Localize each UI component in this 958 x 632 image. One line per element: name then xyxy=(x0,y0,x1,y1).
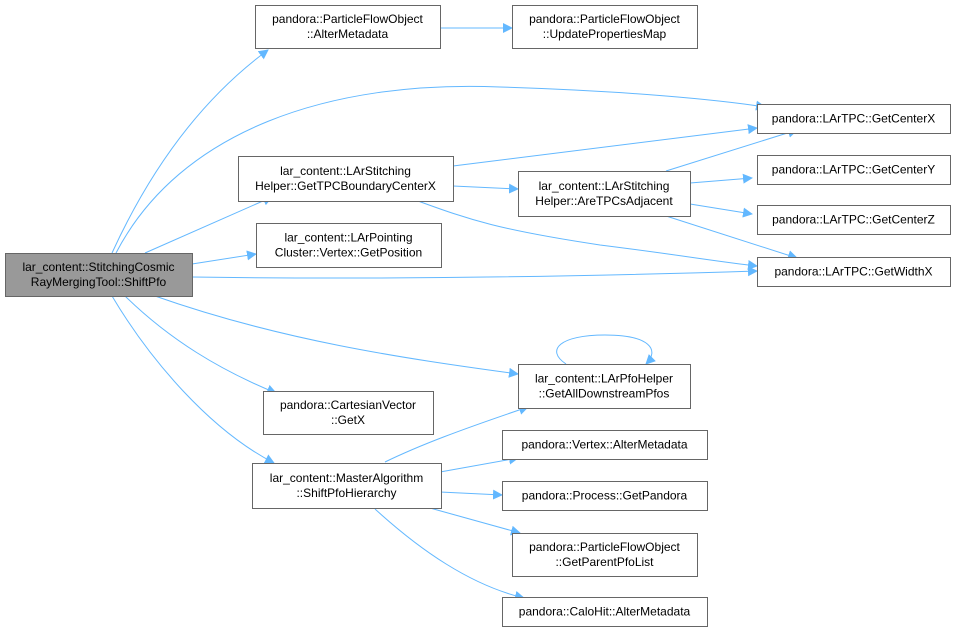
edge-boundary-to-are-adjacent xyxy=(452,183,519,194)
node-box xyxy=(256,223,442,268)
node-label: ::GetX xyxy=(331,413,365,427)
node-alter-meta-pfo[interactable]: pandora::ParticleFlowObject::AlterMetada… xyxy=(255,5,441,49)
edge-boundary-to-get-center-x xyxy=(452,124,758,167)
node-get-width-x[interactable]: pandora::LArTPC::GetWidthX xyxy=(757,257,951,287)
node-label: pandora::Process::GetPandora xyxy=(522,489,688,503)
edge-adjacent-to-get-center-y xyxy=(689,173,753,184)
edge-root-to-cartesian-getx xyxy=(124,295,277,395)
node-box xyxy=(757,104,951,134)
node-label: ::GetAllDownstreamPfos xyxy=(539,387,670,401)
node-box xyxy=(502,430,708,460)
node-label: lar_content::LArStitching xyxy=(280,164,411,178)
node-update-props[interactable]: pandora::ParticleFlowObject::UpdatePrope… xyxy=(512,5,698,49)
edge-root-to-get-tpc-boundary xyxy=(144,196,273,254)
node-label: Helper::AreTPCsAdjacent xyxy=(535,194,673,208)
edge-root-to-get-position xyxy=(191,250,257,265)
node-label: Cluster::Vertex::GetPosition xyxy=(275,246,422,260)
node-label: RayMergingTool::ShiftPfo xyxy=(31,275,167,289)
node-calohit-alter-meta[interactable]: pandora::CaloHit::AlterMetadata xyxy=(502,597,708,627)
edge-hierarchy-to-get-parent-pfo-list xyxy=(429,507,521,536)
node-label: pandora::ParticleFlowObject xyxy=(272,12,423,26)
edge-adjacent-to-get-center-x xyxy=(665,127,798,172)
edge-downstream-self-loop xyxy=(556,334,656,365)
edge-boundary-to-get-width-x xyxy=(417,200,758,271)
node-label: lar_content::MasterAlgorithm xyxy=(270,471,423,485)
node-get-tpc-boundary[interactable]: lar_content::LArStitchingHelper::GetTPCB… xyxy=(238,156,454,202)
node-get-position[interactable]: lar_content::LArPointingCluster::Vertex:… xyxy=(256,223,442,268)
node-box xyxy=(757,205,951,235)
node-label: pandora::LArTPC::GetCenterY xyxy=(772,163,935,177)
edge-root-to-get-width-x xyxy=(191,266,758,279)
node-get-all-downstream[interactable]: lar_content::LArPfoHelper::GetAllDownstr… xyxy=(518,364,691,409)
node-box xyxy=(252,463,442,509)
node-label: ::GetParentPfoList xyxy=(555,555,654,569)
edge-root-to-shift-pfo-hierarchy xyxy=(111,295,275,464)
node-label: ::AlterMetadata xyxy=(307,27,389,41)
node-box xyxy=(757,155,951,185)
node-process-get-pandora[interactable]: pandora::Process::GetPandora xyxy=(502,481,708,511)
node-label: ::ShiftPfoHierarchy xyxy=(296,486,396,500)
node-label: Helper::GetTPCBoundaryCenterX xyxy=(255,179,436,193)
node-get-center-z[interactable]: pandora::LArTPC::GetCenterZ xyxy=(757,205,951,235)
node-box xyxy=(263,391,434,435)
node-box xyxy=(255,5,441,49)
node-box xyxy=(238,156,454,202)
node-shift-pfo-hierarchy[interactable]: lar_content::MasterAlgorithm::ShiftPfoHi… xyxy=(252,463,442,509)
node-box xyxy=(512,5,698,49)
node-label: lar_content::LArPfoHelper xyxy=(535,372,673,386)
edge-hierarchy-to-vertex-alter-metadata xyxy=(439,454,519,473)
node-label: pandora::Vertex::AlterMetadata xyxy=(521,438,687,452)
node-box xyxy=(518,171,691,217)
node-box xyxy=(502,481,708,511)
node-get-center-x[interactable]: pandora::LArTPC::GetCenterX xyxy=(757,104,951,134)
node-label: pandora::ParticleFlowObject xyxy=(529,12,680,26)
node-label: pandora::CaloHit::AlterMetadata xyxy=(519,605,691,619)
edge-adjacent-to-get-center-z xyxy=(689,203,753,218)
edge-hierarchy-to-process-get-pandora xyxy=(439,489,503,500)
node-vertex-alter-meta[interactable]: pandora::Vertex::AlterMetadata xyxy=(502,430,708,460)
node-label: pandora::CartesianVector xyxy=(280,398,416,412)
node-label: lar_content::StitchingCosmic xyxy=(22,260,174,274)
node-label: ::UpdatePropertiesMap xyxy=(543,27,667,41)
edge-hierarchy-to-get-all-downstream xyxy=(384,405,529,463)
node-box xyxy=(5,253,193,297)
node-get-parent-pfo-list[interactable]: pandora::ParticleFlowObject::GetParentPf… xyxy=(512,533,698,577)
node-label: lar_content::LArStitching xyxy=(539,179,670,193)
edge-root-to-get-center-x xyxy=(115,85,766,254)
node-label: pandora::ParticleFlowObject xyxy=(529,540,680,554)
node-label: lar_content::LArPointing xyxy=(284,231,412,245)
node-box xyxy=(512,533,698,577)
node-label: pandora::LArTPC::GetCenterX xyxy=(772,112,935,126)
node-box xyxy=(518,364,691,409)
node-label: pandora::LArTPC::GetCenterZ xyxy=(772,213,935,227)
node-cartesian-getx[interactable]: pandora::CartesianVector::GetX xyxy=(263,391,434,435)
edge-root-to-get-all-downstream xyxy=(154,295,519,378)
node-root[interactable]: lar_content::StitchingCosmicRayMergingTo… xyxy=(5,253,193,297)
node-label: pandora::LArTPC::GetWidthX xyxy=(774,265,932,279)
edge-root-to-alter-metadata xyxy=(111,49,269,254)
edge-hierarchy-to-calohit-alter-metadata xyxy=(374,508,525,601)
node-get-center-y[interactable]: pandora::LArTPC::GetCenterY xyxy=(757,155,951,185)
node-box xyxy=(757,257,951,287)
node-are-tpcs-adjacent[interactable]: lar_content::LArStitchingHelper::AreTPCs… xyxy=(518,171,691,217)
edge-adjacent-to-get-width-x xyxy=(662,214,798,261)
node-box xyxy=(502,597,708,627)
